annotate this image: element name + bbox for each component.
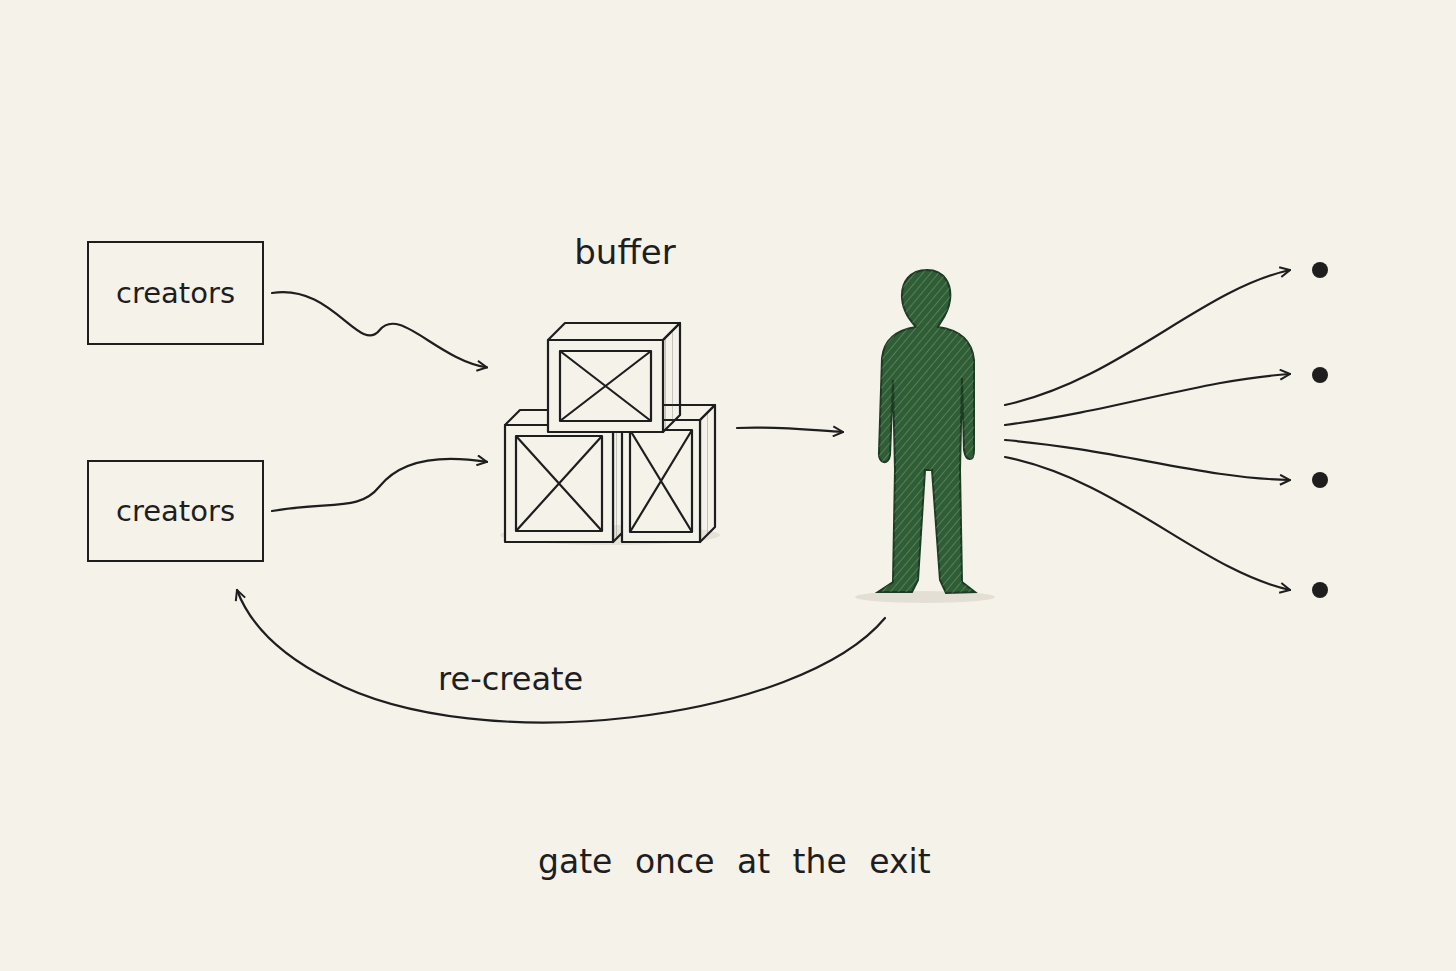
destination-dots [1312, 262, 1328, 598]
group-heading: buffer [495, 232, 755, 272]
out-arrow [1005, 270, 1290, 405]
re-create-arrow [237, 590, 885, 722]
buffer-group: buffer [495, 232, 755, 547]
creator-box: creators [87, 460, 264, 562]
out-arrow [1005, 374, 1290, 425]
creator-box: creators [87, 241, 264, 345]
caption: gate once at the exit [538, 842, 931, 881]
box-label: creators [116, 494, 235, 528]
flow-arrow [272, 292, 487, 367]
flow-arrow [272, 459, 487, 511]
gatekeeper-figure [855, 270, 995, 603]
to-gate-arrow [737, 427, 843, 432]
arrow-label: re-create [435, 660, 586, 698]
crate-stack [500, 323, 720, 545]
box-label: creators [116, 276, 235, 310]
out-arrow [1005, 440, 1290, 480]
out-arrow [1005, 457, 1290, 590]
